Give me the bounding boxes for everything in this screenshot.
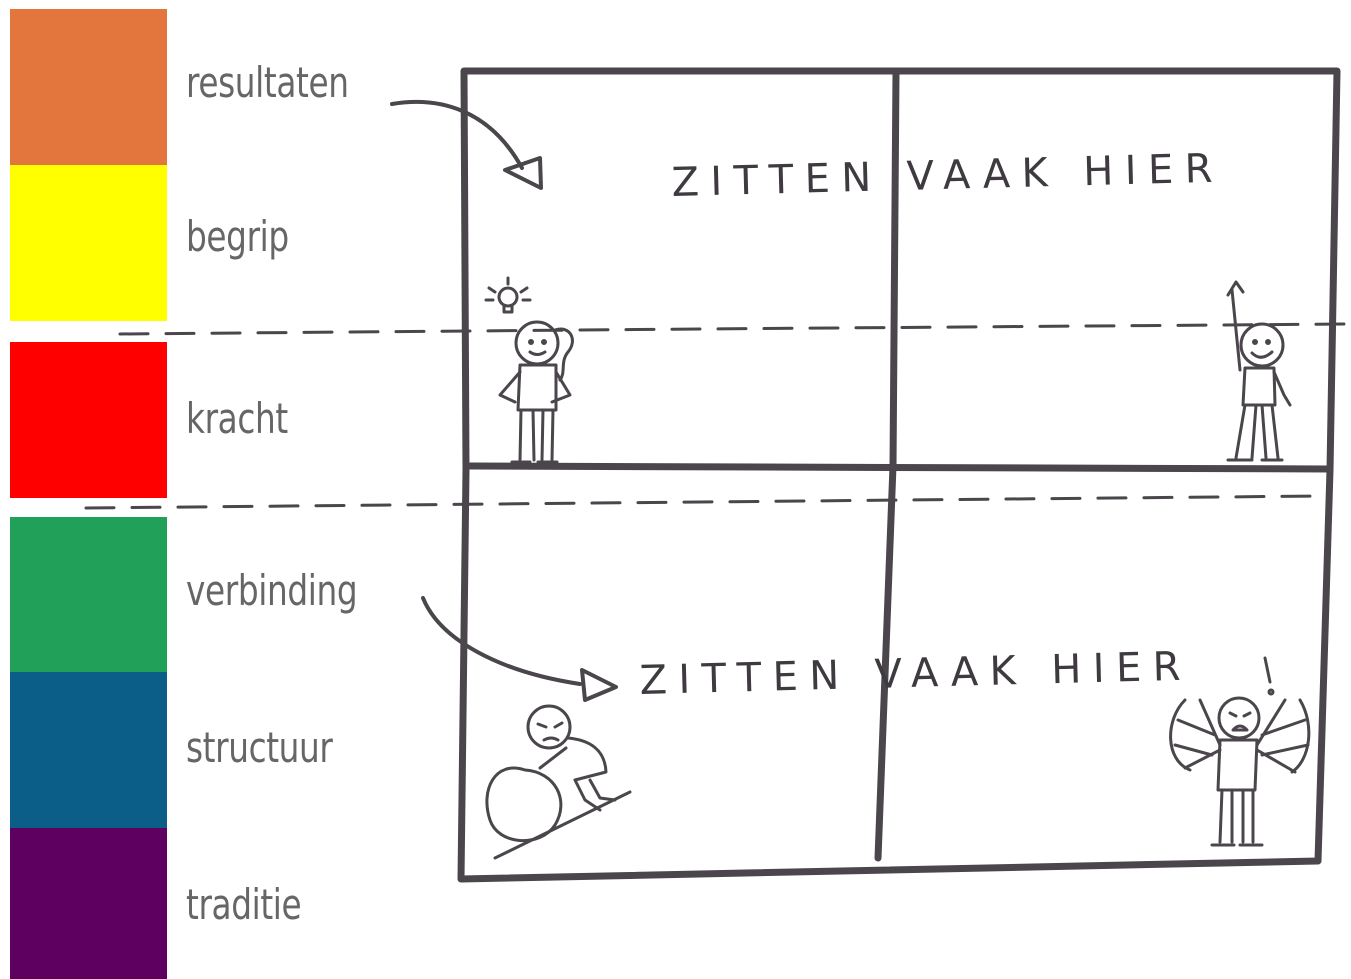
label-begrip: begrip [186,212,289,261]
dashed-line-lower [84,494,1322,510]
distressed-person-icon [1169,656,1311,847]
label-traditie: traditie [186,880,302,929]
raised-hand-person-icon [1226,280,1292,462]
thinking-person-icon [484,276,574,464]
pushing-boulder-person-icon [485,704,632,860]
swatch-kracht [10,342,167,498]
swatch-resultaten [10,9,167,165]
swatch-structuur [10,672,167,828]
swatch-begrip [10,165,167,321]
arrow-bottom-icon [421,596,618,702]
swatch-verbinding [10,517,167,672]
arrow-top-icon [390,99,543,190]
note-top: ZITTEN VAAK HIER [671,146,1217,206]
label-kracht: kracht [186,394,288,443]
label-verbinding: verbinding [186,566,358,615]
dashed-line-upper [118,322,1351,336]
swatch-traditie [10,828,167,979]
dashed-guides [84,322,1351,510]
label-resultaten: resultaten [186,58,349,107]
label-structuur: structuur [186,723,333,772]
board-frame [457,67,1341,883]
note-bottom: ZITTEN VAAK HIER [639,644,1185,704]
